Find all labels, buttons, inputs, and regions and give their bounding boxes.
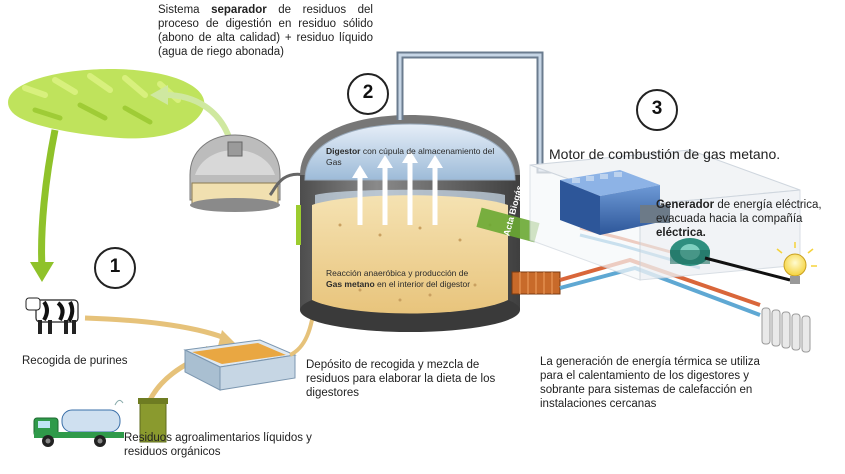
reaction-label: Reacción anaeróbica y producción de Gas … <box>326 268 471 289</box>
step-2-number: 2 <box>362 82 374 103</box>
step-circles <box>94 73 678 289</box>
light-bulb-icon <box>776 242 817 284</box>
step-1-number: 1 <box>109 256 121 277</box>
bin-icon <box>138 398 168 443</box>
purines-arrow <box>84 315 236 346</box>
truck-icon <box>33 399 124 447</box>
cow-icon <box>25 297 79 334</box>
engine-icon <box>560 170 670 235</box>
radiator-icon <box>761 307 811 353</box>
motor-label: Motor de combustión de gas metano. <box>549 146 781 162</box>
generator-label: Generador de energía eléctrica, evacuada… <box>656 199 822 239</box>
gas-arrows <box>357 160 438 225</box>
deposit-label: Depósito de recogida y mezcla de residuo… <box>306 359 496 399</box>
thermal-label: La generación de energía térmica se util… <box>540 356 760 410</box>
purines-label: Recogida de purines <box>22 355 128 367</box>
agro-label: Residuos agroalimentarios líquidos y res… <box>124 432 312 458</box>
separator-to-field-arrow <box>150 85 233 142</box>
generator-icon <box>670 238 710 266</box>
step-3-number: 3 <box>651 98 663 119</box>
separator-label: Sistema separador de residuos del proces… <box>158 4 373 58</box>
separator-tank <box>189 134 281 212</box>
crop-field <box>8 69 205 139</box>
field-to-cow-arrow <box>30 129 59 282</box>
digester-tank: Acta Biogás <box>296 115 540 332</box>
digester-label: Digestor con cúpula de almacenamiento de… <box>326 146 495 167</box>
mixing-deposit <box>183 339 297 391</box>
